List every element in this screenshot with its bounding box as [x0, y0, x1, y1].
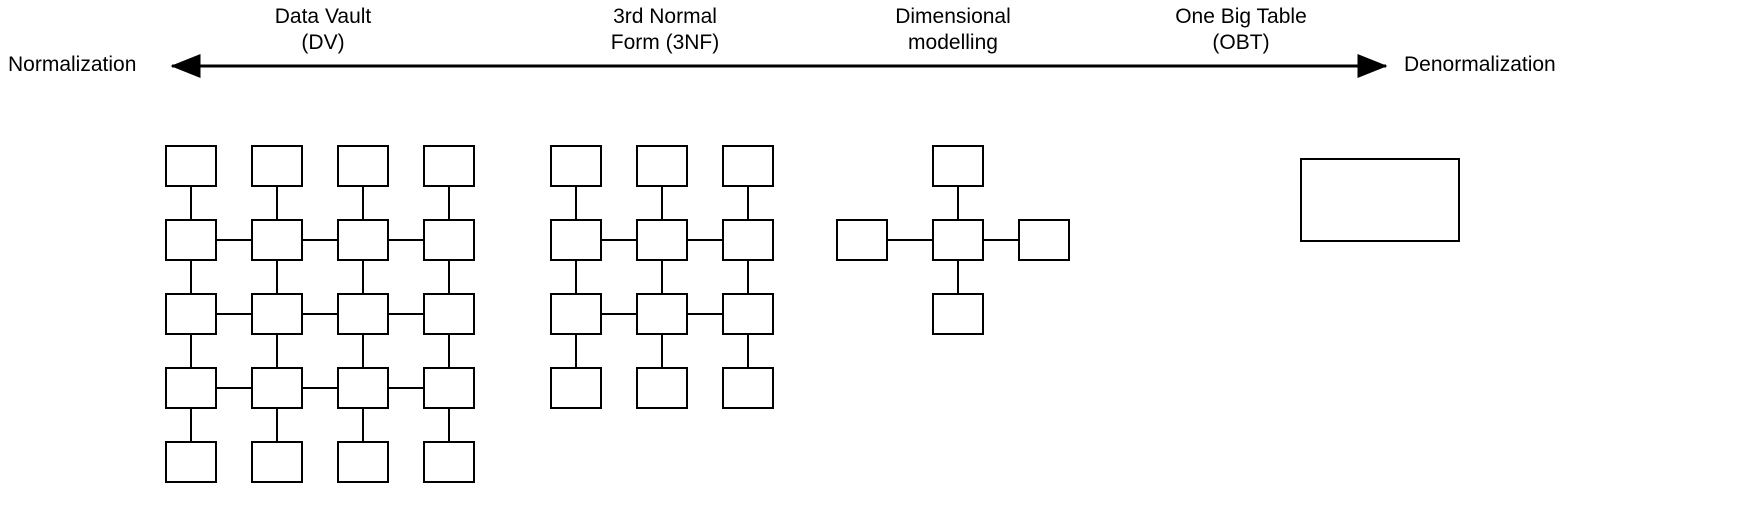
connector-vertical [276, 187, 278, 219]
axis-label-denormalization: Denormalization [1404, 53, 1556, 76]
connector-vertical [575, 187, 577, 219]
connector-vertical [276, 261, 278, 293]
connector-vertical [957, 187, 959, 219]
stage-label-line1: Dimensional [895, 5, 1011, 28]
connector-horizontal [888, 239, 932, 241]
connector-horizontal [602, 313, 636, 315]
table-box [165, 293, 217, 335]
connector-horizontal [217, 387, 251, 389]
table-box [251, 367, 303, 409]
dimension-table-top [932, 145, 984, 187]
data-vault-schema [0, 0, 600, 524]
table-box [636, 293, 688, 335]
stage-label-line1: 3rd Normal [613, 5, 717, 28]
connector-horizontal [688, 313, 722, 315]
connector-vertical [575, 335, 577, 367]
stage-label-one-big-table: One Big Table (OBT) [1096, 4, 1386, 56]
connector-horizontal [688, 239, 722, 241]
dimension-table-bottom [932, 293, 984, 335]
table-box [337, 367, 389, 409]
connector-horizontal [984, 239, 1018, 241]
fact-table-center [932, 219, 984, 261]
stage-label-line2: (DV) [301, 31, 345, 54]
connector-vertical [362, 335, 364, 367]
connector-vertical [362, 261, 364, 293]
stage-label-line2: (OBT) [1212, 31, 1270, 54]
table-box [165, 145, 217, 187]
table-box [722, 145, 774, 187]
third-normal-form-schema [550, 145, 774, 409]
connector-horizontal [217, 239, 251, 241]
connector-vertical [957, 261, 959, 293]
connector-horizontal [217, 313, 251, 315]
table-box [251, 441, 303, 483]
table-box [251, 145, 303, 187]
stage-label-third-normal-form: 3rd Normal Form (3NF) [520, 4, 810, 56]
stage-label-line2: modelling [908, 31, 998, 54]
table-box [337, 145, 389, 187]
table-box [423, 367, 475, 409]
connector-horizontal [303, 313, 337, 315]
table-box [722, 219, 774, 261]
connector-vertical [448, 187, 450, 219]
table-box [337, 219, 389, 261]
table-box [636, 219, 688, 261]
connector-vertical [190, 409, 192, 441]
table-box [550, 293, 602, 335]
table-box [636, 145, 688, 187]
connector-vertical [362, 409, 364, 441]
connector-horizontal [389, 239, 423, 241]
connector-vertical [276, 409, 278, 441]
table-box [165, 367, 217, 409]
dimension-table-right [1018, 219, 1070, 261]
table-box [165, 219, 217, 261]
connector-horizontal [303, 239, 337, 241]
table-box [722, 293, 774, 335]
table-box [337, 441, 389, 483]
connector-vertical [448, 335, 450, 367]
connector-vertical [362, 187, 364, 219]
connector-vertical [661, 261, 663, 293]
stage-label-data-vault: Data Vault (DV) [178, 4, 468, 56]
connector-vertical [190, 187, 192, 219]
dimension-table-left [836, 219, 888, 261]
connector-vertical [747, 187, 749, 219]
stage-label-line2: Form (3NF) [610, 31, 720, 54]
table-box [550, 219, 602, 261]
table-box [550, 145, 602, 187]
connector-vertical [448, 409, 450, 441]
axis-label-normalization: Normalization [8, 53, 137, 76]
connector-horizontal [303, 387, 337, 389]
table-box [337, 293, 389, 335]
connector-vertical [448, 261, 450, 293]
connector-vertical [190, 261, 192, 293]
connector-vertical [747, 261, 749, 293]
connector-vertical [661, 335, 663, 367]
connector-horizontal [602, 239, 636, 241]
connector-vertical [661, 187, 663, 219]
table-box [251, 219, 303, 261]
table-box [550, 367, 602, 409]
table-box [423, 145, 475, 187]
one-big-table-box [1300, 158, 1460, 242]
stage-label-line1: One Big Table [1175, 5, 1307, 28]
table-box [722, 367, 774, 409]
spectrum-double-arrow [160, 48, 1398, 84]
connector-vertical [747, 335, 749, 367]
table-box [636, 367, 688, 409]
table-box [165, 441, 217, 483]
stage-label-dimensional-modelling: Dimensional modelling [808, 4, 1098, 56]
connector-horizontal [389, 387, 423, 389]
table-box [251, 293, 303, 335]
connector-vertical [575, 261, 577, 293]
stage-label-line1: Data Vault [274, 5, 372, 28]
table-box [423, 441, 475, 483]
table-box [423, 219, 475, 261]
connector-vertical [190, 335, 192, 367]
table-box [423, 293, 475, 335]
connector-horizontal [389, 313, 423, 315]
connector-vertical [276, 335, 278, 367]
dimensional-star-schema [836, 145, 1070, 335]
